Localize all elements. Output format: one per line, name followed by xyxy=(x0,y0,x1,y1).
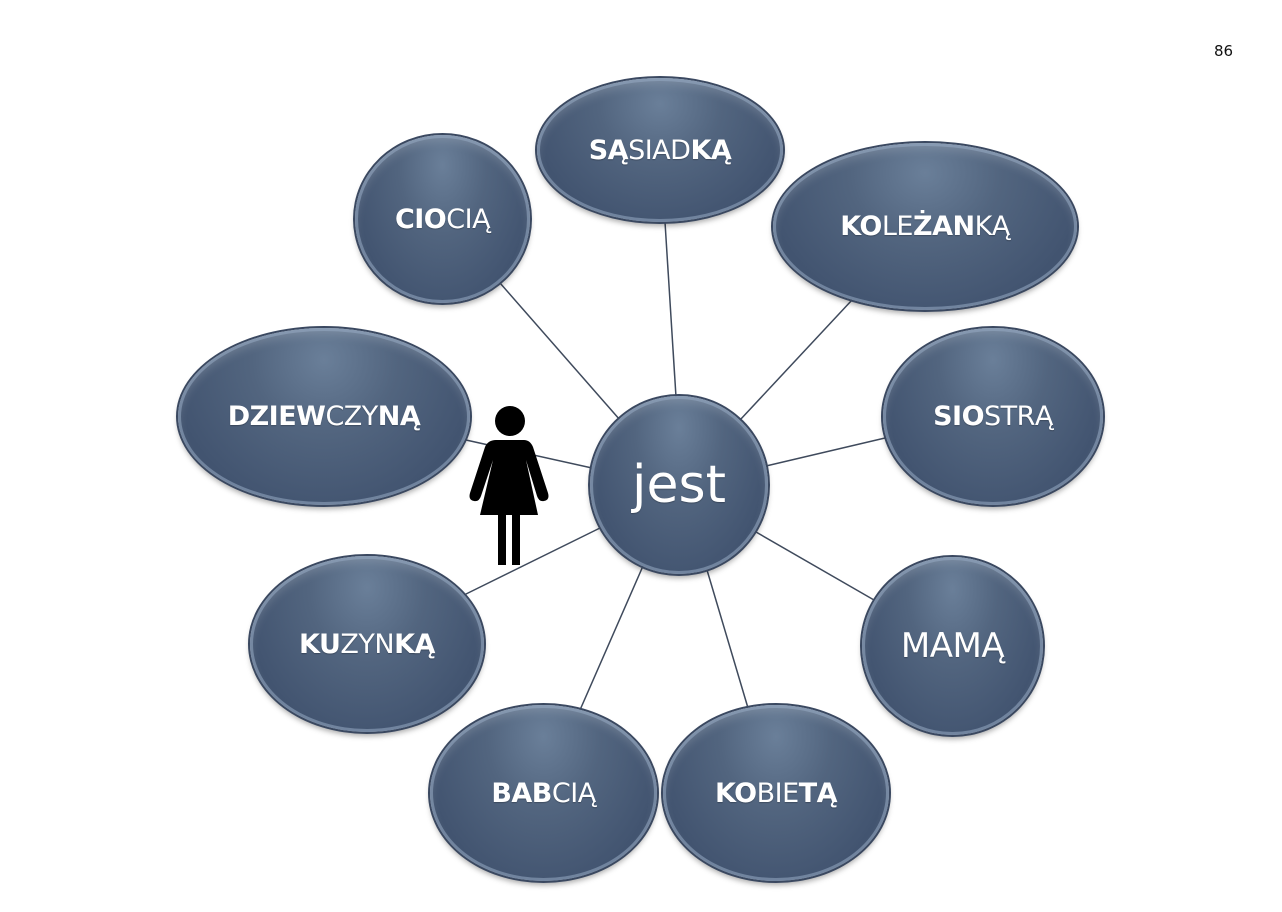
connector-kobieta xyxy=(706,569,749,709)
node-sasiadka: SĄSIADKĄ xyxy=(537,78,783,222)
connector-kolezanka xyxy=(739,299,853,421)
node-ciocia: CIOCIĄ xyxy=(355,135,530,303)
connector-sasiadka xyxy=(664,221,677,398)
center-label: jest xyxy=(632,455,726,515)
node-label: CIOCIĄ xyxy=(394,203,491,235)
node-kuzynka: KUZYNKĄ xyxy=(250,556,484,732)
node-kobieta: KOBIETĄ xyxy=(663,705,889,881)
node-label: KOLEŻANKĄ xyxy=(840,211,1010,242)
node-siostra: SIOSTRĄ xyxy=(883,328,1103,505)
node-label: KUZYNKĄ xyxy=(299,628,435,660)
node-center-jest: jest xyxy=(590,396,768,574)
woman-icon xyxy=(469,406,549,565)
page-number: 86 xyxy=(1214,42,1234,60)
node-dziewczyna: DZIEWCZYNĄ xyxy=(178,328,470,505)
node-kolezanka: KOLEŻANKĄ xyxy=(773,143,1077,310)
connector-mama xyxy=(755,531,875,601)
connector-babcia xyxy=(579,565,644,711)
connector-kuzynka xyxy=(463,527,601,596)
connector-siostra xyxy=(765,437,886,467)
node-label: SĄSIADKĄ xyxy=(588,134,732,166)
node-label: SIOSTRĄ xyxy=(933,401,1053,432)
node-label: KOBIETĄ xyxy=(714,777,838,809)
node-babcia: BABCIĄ xyxy=(430,705,657,881)
connector-ciocia xyxy=(499,282,621,421)
node-label: MAMĄ xyxy=(900,626,1005,666)
node-label: DZIEWCZYNĄ xyxy=(227,401,421,432)
node-mama: MAMĄ xyxy=(862,557,1043,735)
node-label: BABCIĄ xyxy=(491,777,596,809)
